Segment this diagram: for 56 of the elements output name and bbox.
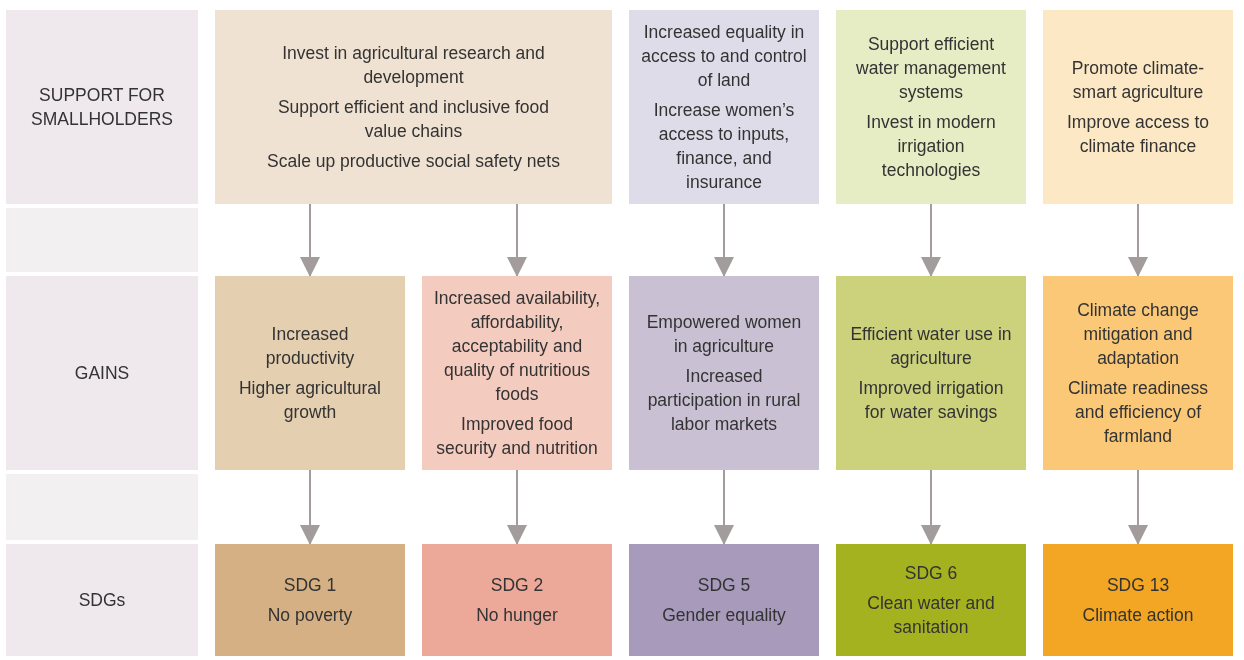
box-text: Improve access to climate finance [1066,111,1210,158]
box-text: Increased availability, affordability, acceptability and quality of nutritious foods [434,287,600,406]
process-box [629,10,819,204]
box-text: Clean water and sanitation [866,592,996,639]
box-text: Increased participation in rural labor markets [646,365,802,436]
box-text: Support efficient water management systems [855,33,1007,104]
box-text: SDG 13 [1106,574,1170,597]
process-box [836,276,1026,470]
process-box [422,276,612,470]
arrow [1128,203,1148,277]
box-text: No poverty [267,604,353,627]
box-text: Invest in agricultural research and development [281,42,546,89]
box-text: SDG 6 [904,562,958,585]
row-label: SDGs [78,589,126,612]
arrow [507,203,527,277]
goal-box [422,544,612,656]
box-text: Support efficient and inclusive food value chains [276,96,551,143]
arrow [1128,469,1148,545]
box-text: Increased equality in access to and control of land [641,21,807,92]
process-box [629,276,819,470]
process-box [215,276,405,470]
row-label: SUPPORT FOR SMALLHOLDERS [30,84,174,131]
goal-box [1043,544,1233,656]
box-text: Climate readiness and efficiency of farmland [1066,377,1210,448]
goal-box [215,544,405,656]
arrow [300,469,320,545]
box-text: SDG 1 [283,574,337,597]
arrow [921,203,941,277]
goal-box [629,544,819,656]
box-text: Higher agricultural growth [238,377,382,424]
box-text: Empowered women in agriculture [645,311,803,358]
box-text: No hunger [476,604,558,627]
box-text: Improved food security and nutrition [435,413,599,460]
arrow [921,469,941,545]
arrow [507,469,527,545]
process-box [1043,10,1233,204]
arrow [714,469,734,545]
box-text: SDG 5 [697,574,751,597]
box-text: SDG 2 [490,574,544,597]
box-text: Efficient water use in agriculture [849,323,1013,370]
arrow [714,203,734,277]
box-text: Increased productivity [264,323,356,370]
box-text: Increase women’s access to inputs, finance, and insurance [652,99,796,194]
box-text: Improved irrigation for water savings [857,377,1005,424]
process-box [836,10,1026,204]
goal-box [836,544,1026,656]
box-text: Climate change mitigation and adaptation [1076,299,1200,370]
box-text: Scale up productive social safety nets [267,150,560,173]
row-label: GAINS [74,362,130,385]
box-text: Gender equality [662,604,786,627]
box-text: Invest in modern irrigation technologies [865,111,997,182]
box-text: Climate action [1082,604,1194,627]
arrow [300,203,320,277]
process-box [215,10,612,204]
box-text: Promote climate-smart agriculture [1070,57,1206,104]
process-box [1043,276,1233,470]
